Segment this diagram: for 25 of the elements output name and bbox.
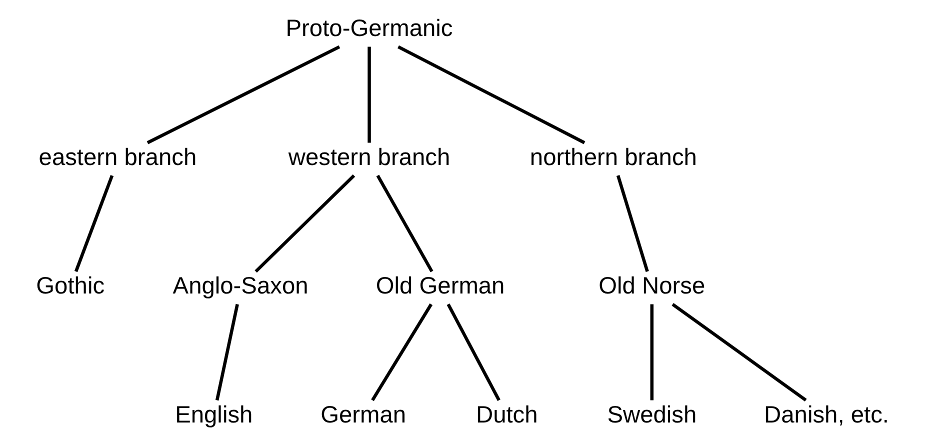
connector <box>650 304 654 400</box>
connector <box>146 45 340 144</box>
connector <box>672 302 807 402</box>
connector <box>74 174 114 272</box>
connector <box>371 303 433 402</box>
node-text: Dutch <box>476 402 538 428</box>
connector <box>254 174 356 273</box>
node-text: western branch <box>288 144 450 171</box>
node-text: German <box>320 402 406 428</box>
connector <box>376 174 434 272</box>
connector <box>616 175 649 272</box>
connector <box>368 46 371 143</box>
connector <box>398 45 586 144</box>
node-text: Proto-Germanic <box>286 16 453 42</box>
node-text: northern branch <box>530 144 697 171</box>
node-text: Gothic <box>36 273 105 300</box>
connector <box>215 304 239 401</box>
node-text: Danish, etc. <box>764 402 889 428</box>
node-text: eastern branch <box>38 144 197 171</box>
node-text: English <box>175 402 253 428</box>
node-text: Old Norse <box>598 273 706 300</box>
node-text: Old German <box>376 273 505 300</box>
node-text: Anglo-Saxon <box>172 273 308 300</box>
connector <box>446 304 500 401</box>
node-text: Swedish <box>607 402 697 428</box>
